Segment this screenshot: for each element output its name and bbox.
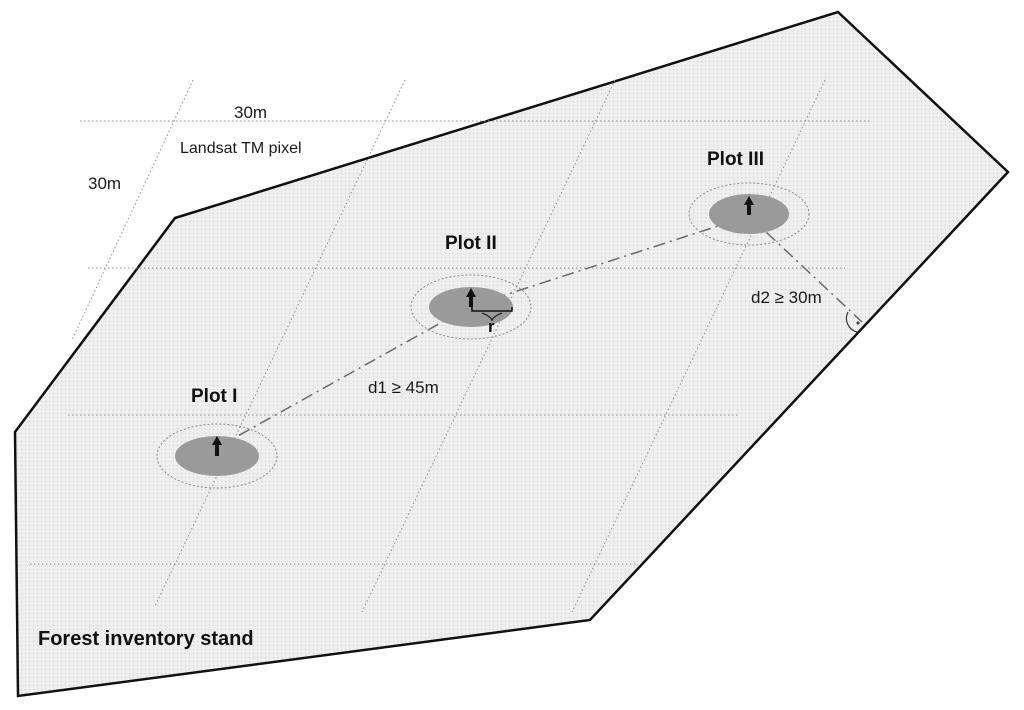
up-arrow-icon xyxy=(466,288,476,307)
radius-label: r xyxy=(488,317,495,336)
right-angle-icon xyxy=(845,311,858,333)
grid-width-label: 30m xyxy=(234,103,267,122)
stand-label: Forest inventory stand xyxy=(38,628,254,650)
right-angle-dot xyxy=(856,321,860,325)
plot-1 xyxy=(156,423,278,489)
pixel-grid xyxy=(30,79,872,613)
plot-3-buffer xyxy=(688,182,810,246)
distance-2-label: d2 ≥ 30m xyxy=(751,288,822,307)
plot-2-label: Plot II xyxy=(445,233,497,254)
up-arrow-icon xyxy=(744,196,754,215)
radius-brace xyxy=(481,312,503,322)
grid-line-s2 xyxy=(154,79,406,607)
plot-3 xyxy=(688,182,810,246)
d1b-line xyxy=(470,215,750,307)
up-arrow-icon xyxy=(212,436,222,456)
plot-3-label: Plot III xyxy=(707,149,764,170)
plot-2-buffer xyxy=(410,274,532,340)
plot-2 xyxy=(410,274,532,340)
forest-stand-polygon xyxy=(13,10,1010,698)
grid-height-label: 30m xyxy=(88,174,121,193)
d2-line xyxy=(748,215,863,323)
plot-1-label: Plot I xyxy=(191,386,237,407)
pixel-caption: Landsat TM pixel xyxy=(180,140,302,157)
plot-1-buffer xyxy=(156,423,278,489)
distance-1-label: d1 ≥ 45m xyxy=(368,378,439,397)
radius-bracket xyxy=(471,307,513,312)
